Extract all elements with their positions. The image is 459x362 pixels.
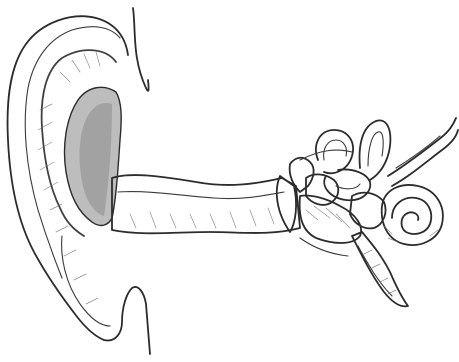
bone-outline-top [300, 150, 352, 160]
pinna [8, 16, 150, 354]
skin-outline-top [133, 8, 149, 91]
auditory-nerve [388, 118, 458, 186]
ear-canal [112, 175, 300, 233]
semicircular-canals [316, 120, 390, 200]
cochlea [382, 185, 443, 245]
vestibule [350, 193, 386, 229]
